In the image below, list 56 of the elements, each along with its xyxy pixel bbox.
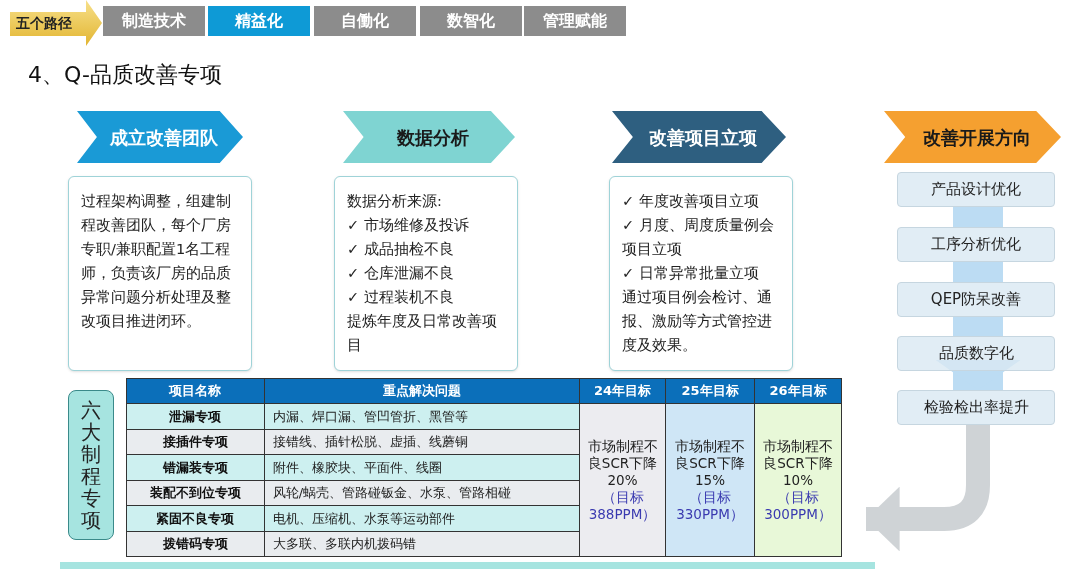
table-header: 25年目标 <box>665 378 755 404</box>
nav-tab: 数智化 <box>420 6 522 36</box>
table-header: 26年目标 <box>754 378 842 404</box>
banner-title: 改善项目立项 <box>648 125 757 150</box>
card-text: ✓ 成品抽检不良 <box>347 240 455 259</box>
nav-tab: 精益化 <box>208 6 310 36</box>
target-note: （目标388PPM） <box>587 488 658 523</box>
nav-tab: 自働化 <box>314 6 416 36</box>
text-card <box>334 176 518 371</box>
card-text: 数据分析来源: <box>347 192 443 211</box>
table-cell: 拨错码专项 <box>126 531 265 557</box>
table-header: 重点解决问题 <box>264 378 580 404</box>
direction-box: 工序分析优化 <box>897 227 1055 262</box>
banner-title: 数据分析 <box>396 125 469 150</box>
table-cell: 电机、压缩机、水泵等运动部件 <box>264 505 580 531</box>
nav-tab: 管理赋能 <box>524 6 626 36</box>
target-text: 市场制程不良SCR下降20% <box>586 437 659 489</box>
curved-arrow <box>866 425 990 552</box>
text-card <box>68 176 252 371</box>
table-cell: 紧固不良专项 <box>126 505 265 531</box>
table-header: 项目名称 <box>126 378 265 404</box>
card-text: ✓ 月度、周度质量例会项目立项 <box>622 216 775 259</box>
card-text: 过程架构调整，组建制程改善团队，每个厂房专职/兼职配置1名工程师，负责该厂房的品质异常问题分析处理及整改项目推进闭环。 <box>81 192 232 331</box>
table-cell: 泄漏专项 <box>126 403 265 429</box>
target-note: （目标300PPM） <box>763 488 833 523</box>
table-cell: 内漏、焊口漏、管凹管折、黑管等 <box>264 403 580 429</box>
direction-box: 检验检出率提升 <box>897 390 1055 425</box>
card-text: ✓ 日常异常批量立项 <box>622 264 760 283</box>
table-cell: 接错线、插针松脱、虚插、线蘑铜 <box>264 429 580 455</box>
table-cell: 大多联、多联内机拨码错 <box>264 531 580 557</box>
card-text: 提炼年度及日常改善项目 <box>347 312 498 355</box>
card-text: ✓ 市场维修及投诉 <box>347 216 470 235</box>
banner-title: 成立改善团队 <box>109 125 218 150</box>
path-label: 五个路径 <box>15 13 72 33</box>
banner-title: 改善开展方向 <box>921 125 1031 150</box>
direction-box: 品质数字化 <box>897 336 1055 371</box>
card-text: ✓ 年度改善项目立项 <box>622 192 760 211</box>
direction-box: 产品设计优化 <box>897 172 1055 207</box>
text-card <box>609 176 793 371</box>
table-cell: 接插件专项 <box>126 429 265 455</box>
table-header: 24年目标 <box>579 378 666 404</box>
page-title: 4、Q-品质改善专项 <box>28 61 222 89</box>
card-text: 通过项目例会检讨、通报、激励等方式管控进度及效果。 <box>622 288 773 355</box>
nav-tab: 制造技术 <box>103 6 205 36</box>
direction-box: QEP防呆改善 <box>897 282 1055 317</box>
target-text: 市场制程不良SCR下降15% <box>674 437 746 489</box>
target-note: （目标330PPM） <box>675 488 745 523</box>
table-cell: 错漏装专项 <box>126 454 265 480</box>
target-text: 市场制程不良SCR下降10% <box>762 437 834 489</box>
table-cell: 装配不到位专项 <box>126 480 265 506</box>
table-cell: 风轮/蜗壳、管路碰钣金、水泵、管路相碰 <box>264 480 580 506</box>
card-text: ✓ 仓库泄漏不良 <box>347 264 455 283</box>
card-text: ✓ 过程装机不良 <box>347 288 455 307</box>
vertical-label: 六大制程专项 <box>81 399 101 531</box>
table-cell: 附件、橡胶块、平面件、线圈 <box>264 454 580 480</box>
vertical-label-box <box>68 390 114 540</box>
